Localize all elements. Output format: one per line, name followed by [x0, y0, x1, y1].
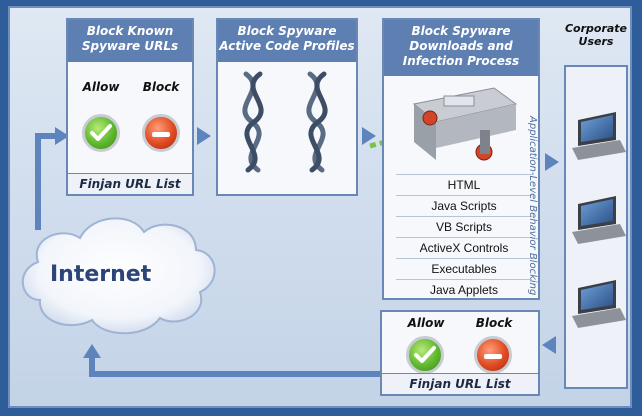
allow-label: Allow [407, 316, 445, 330]
list-item: VB Scripts [396, 216, 532, 237]
list-item: HTML [396, 174, 532, 195]
block-icon [474, 336, 512, 374]
panel-downloads-infection-header: Block Spyware Downloads and Infection Pr… [384, 20, 538, 76]
panel-active-code-profiles-header: Block Spyware Active Code Profiles [218, 20, 356, 62]
block-label: Block [142, 80, 180, 94]
laptop-icon-3 [572, 280, 626, 328]
dna-helix-icon-right [306, 71, 328, 173]
arrowhead-return-to-internet [83, 344, 101, 358]
arrow-internet-to-urls [35, 133, 56, 230]
dna-helix-icons [242, 71, 328, 173]
dna-helix-icon-left [242, 71, 264, 173]
laptop-icon-1 [572, 112, 626, 160]
panel-downloads-infection: Block Spyware Downloads and Infection Pr… [382, 18, 540, 300]
list-item: ActiveX Controls [396, 237, 532, 258]
internet-label: Internet [50, 262, 152, 287]
arrow-users-to-return [542, 336, 556, 354]
allow-icon [406, 336, 444, 374]
internet-cloud [21, 217, 216, 335]
panel-title-line: Infection Process [402, 54, 520, 68]
arrow-profiles-to-downloads [362, 127, 376, 145]
panel-title-line: Block Spyware [237, 24, 337, 38]
inspection-machine-icon [412, 87, 518, 161]
list-item: Java Applets [396, 279, 532, 300]
arrowhead-internet-to-urls [55, 127, 69, 145]
allow-icon [82, 114, 120, 152]
panel-active-code-profiles: Block Spyware Active Code Profiles [216, 18, 358, 196]
panel-title-line: Block Spyware [411, 24, 511, 38]
panel-title-line: Block Known [86, 24, 174, 38]
list-item: Executables [396, 258, 532, 279]
behavior-blocking-label: Application-Level Behavior Blocking [527, 116, 538, 296]
corporate-users-label: Corporate Users [560, 22, 632, 48]
panel-title-line: Downloads and [409, 39, 513, 53]
panel-known-spyware-urls-header: Block Known Spyware URLs [68, 20, 192, 62]
block-icon [142, 114, 180, 152]
arrow-downloads-to-users [545, 153, 559, 171]
url-list-label: Finjan URL List [382, 373, 538, 394]
block-label: Block [475, 316, 513, 330]
arrow-return-to-internet [89, 356, 380, 377]
corporate-users-line: Users [578, 35, 614, 48]
corporate-users-line: Corporate [564, 22, 628, 35]
panel-title-line: Active Code Profiles [219, 39, 355, 53]
laptop-icon-2 [572, 196, 626, 244]
panel-return-url-list: Allow Block Finjan URL List [380, 310, 540, 396]
panel-title-line: Spyware URLs [81, 39, 179, 53]
url-list-label: Finjan URL List [68, 173, 192, 194]
list-item: Java Scripts [396, 195, 532, 216]
allow-label: Allow [82, 80, 120, 94]
panel-known-spyware-urls: Block Known Spyware URLs Allow Block Fin… [66, 18, 194, 196]
arrow-urls-to-profiles [197, 127, 211, 145]
